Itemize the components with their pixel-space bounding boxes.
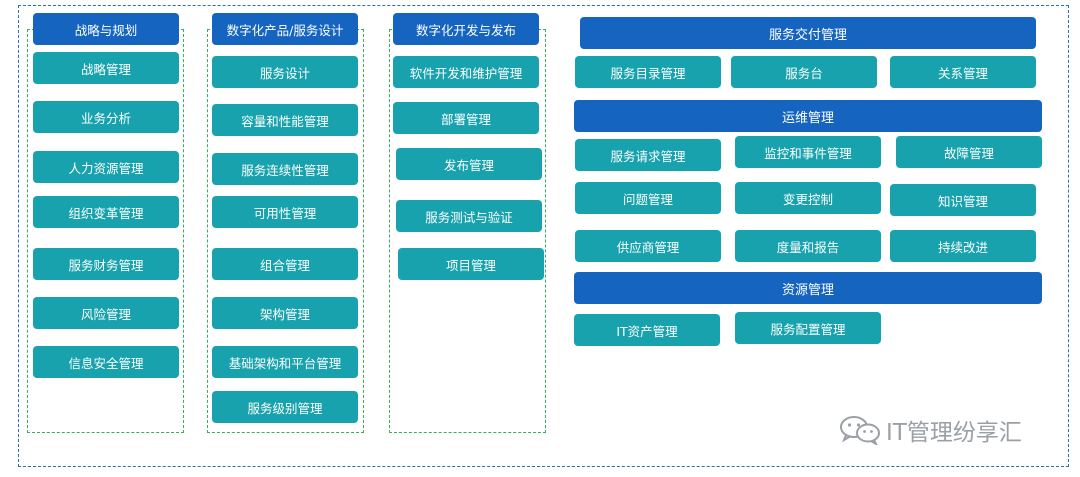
item-org-change: 组织变革管理 xyxy=(33,196,179,228)
item-service-finance: 服务财务管理 xyxy=(33,248,179,280)
item-monitoring-event: 监控和事件管理 xyxy=(735,136,881,168)
item-supplier: 供应商管理 xyxy=(575,230,721,262)
item-incident: 故障管理 xyxy=(896,136,1042,168)
item-portfolio: 组合管理 xyxy=(212,248,358,280)
item-service-request: 服务请求管理 xyxy=(575,139,721,171)
watermark-text: IT管理纷享汇 xyxy=(886,420,1022,446)
item-infosec-mgmt: 信息安全管理 xyxy=(33,346,179,378)
section-resources-title: 资源管理 xyxy=(574,272,1042,304)
item-availability: 可用性管理 xyxy=(212,196,358,228)
item-release: 发布管理 xyxy=(396,148,542,180)
wechat-icon xyxy=(838,415,882,445)
item-business-analysis: 业务分析 xyxy=(33,101,179,133)
item-project-mgmt: 项目管理 xyxy=(398,248,544,280)
item-service-config: 服务配置管理 xyxy=(735,312,881,344)
item-testing-validation: 服务测试与验证 xyxy=(396,200,542,232)
item-service-design: 服务设计 xyxy=(212,56,358,88)
outer-frame xyxy=(18,5,1069,467)
item-continual-improvement: 持续改进 xyxy=(890,230,1036,262)
item-it-asset: IT资产管理 xyxy=(574,314,720,346)
item-service-desk: 服务台 xyxy=(731,56,877,88)
item-strategy-mgmt: 战略管理 xyxy=(33,52,179,84)
item-service-level: 服务级别管理 xyxy=(212,391,358,423)
item-relationship: 关系管理 xyxy=(890,56,1036,88)
item-service-continuity: 服务连续性管理 xyxy=(212,153,358,185)
item-risk-mgmt: 风险管理 xyxy=(33,297,179,329)
section-operations-title: 运维管理 xyxy=(574,100,1042,132)
item-problem: 问题管理 xyxy=(575,182,721,214)
item-knowledge: 知识管理 xyxy=(890,184,1036,216)
item-capacity-performance: 容量和性能管理 xyxy=(212,104,358,136)
column-strategy-title: 战略与规划 xyxy=(33,13,179,45)
watermark: IT管理纷享汇 xyxy=(838,410,1022,450)
item-service-catalog: 服务目录管理 xyxy=(575,56,721,88)
column-dev-title: 数字化开发与发布 xyxy=(393,13,539,45)
item-measurement-reporting: 度量和报告 xyxy=(735,230,881,262)
item-architecture: 架构管理 xyxy=(212,297,358,329)
item-deployment: 部署管理 xyxy=(393,102,539,134)
item-software-dev: 软件开发和维护管理 xyxy=(393,56,539,88)
item-hr-mgmt: 人力资源管理 xyxy=(33,151,179,183)
item-infra-platform: 基础架构和平台管理 xyxy=(212,346,358,378)
section-delivery-title: 服务交付管理 xyxy=(580,17,1036,49)
column-design-title: 数字化产品/服务设计 xyxy=(212,13,358,45)
item-change-control: 变更控制 xyxy=(735,182,881,214)
